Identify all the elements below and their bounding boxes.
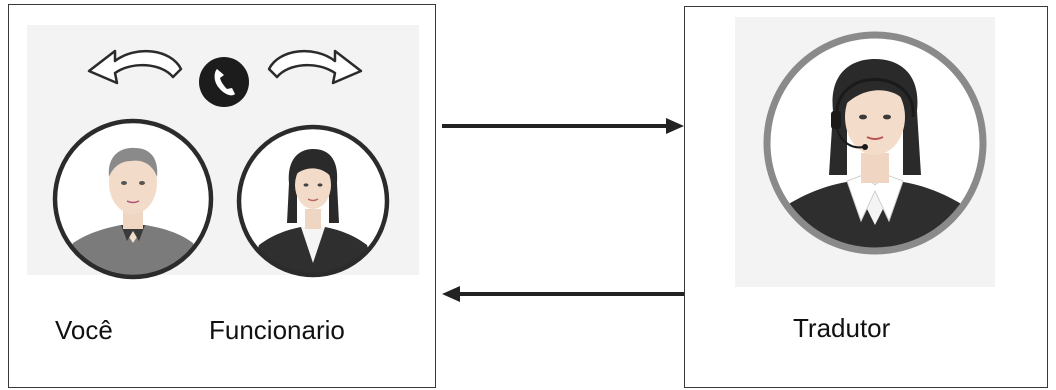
headset-woman-avatar-icon [763, 31, 987, 255]
curved-arrow-right-icon [267, 49, 363, 85]
label-voce: Você [55, 315, 113, 345]
label-funcionario: Funcionario [209, 315, 345, 345]
man-avatar-icon [52, 118, 214, 280]
label-tradutor: Tradutor [793, 313, 891, 343]
left-panel: Você Funcionario [8, 4, 436, 388]
arrow-to-translator [442, 118, 684, 134]
arrow-to-you [442, 286, 684, 302]
woman-avatar-icon [236, 124, 390, 278]
curved-arrow-left-icon [87, 49, 183, 85]
phone-icon [199, 57, 249, 107]
right-panel: Tradutor [684, 6, 1048, 388]
